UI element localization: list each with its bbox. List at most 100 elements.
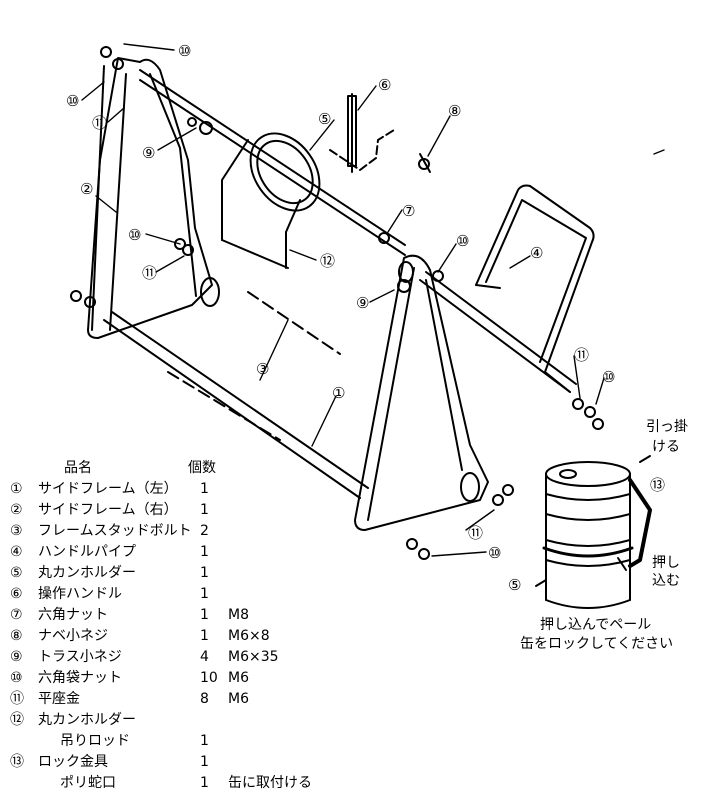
part-qty: 8 bbox=[200, 691, 209, 707]
lock-note-line2: 缶をロックしてください bbox=[520, 636, 674, 652]
parts-row: ⑥ 操作ハンドル 1 bbox=[8, 584, 368, 605]
part-spec: M6 bbox=[228, 670, 249, 686]
part-qty: 10 bbox=[200, 670, 218, 686]
callout-5-pail: ⑤ bbox=[508, 576, 521, 594]
callout-3: ③ bbox=[256, 360, 269, 378]
callout-9-left: ⑨ bbox=[142, 144, 155, 162]
callout-6: ⑥ bbox=[378, 76, 391, 94]
parts-row: ① サイドフレーム（左） 1 bbox=[8, 479, 368, 500]
part-qty: 1 bbox=[200, 754, 209, 770]
callout-11-left: ⑪ bbox=[92, 114, 107, 132]
part-number: ① bbox=[10, 481, 23, 497]
part-name: 平座金 bbox=[38, 691, 80, 707]
parts-row: ⑬ ロック金具 1 bbox=[8, 752, 368, 773]
part-number: ④ bbox=[10, 544, 23, 560]
parts-list-header: 品名 個数 bbox=[8, 458, 368, 479]
part-name: 吊りロッド bbox=[60, 733, 130, 749]
part-name: トラス小ネジ bbox=[38, 649, 122, 665]
callout-10-left: ⑩ bbox=[66, 92, 79, 110]
side-frame-right-part bbox=[87, 57, 220, 339]
part-name: ナベ小ネジ bbox=[38, 628, 108, 644]
pail-can bbox=[535, 455, 652, 609]
part-number: ⑤ bbox=[10, 565, 23, 581]
part-name: 丸カンホルダー bbox=[38, 712, 136, 728]
callout-11-far-right: ⑪ bbox=[574, 346, 589, 364]
parts-list: 品名 個数 ① サイドフレーム（左） 1 ② サイドフレーム（右） 1 ③ フレ… bbox=[8, 458, 368, 794]
parts-row: ⑪ 平座金 8 M6 bbox=[8, 689, 368, 710]
parts-row: ポリ蛇口 1 缶に取付ける bbox=[8, 773, 368, 794]
part-qty: 1 bbox=[200, 586, 209, 602]
push-note-line1: 押し bbox=[652, 555, 680, 571]
part-name: ハンドルパイプ bbox=[38, 544, 136, 560]
parts-row: ⑨ トラス小ネジ 4 M6×35 bbox=[8, 647, 368, 668]
callout-9-right: ⑨ bbox=[356, 294, 369, 312]
part-name: ポリ蛇口 bbox=[60, 775, 116, 791]
part-spec: M6×8 bbox=[228, 628, 270, 644]
part-number: ⑪ bbox=[10, 691, 24, 707]
part-name: 操作ハンドル bbox=[38, 586, 122, 602]
part-number: ⑦ bbox=[10, 607, 23, 623]
part-spec: M8 bbox=[228, 607, 249, 623]
part-name: サイドフレーム（右） bbox=[38, 502, 178, 518]
part-qty: 1 bbox=[200, 502, 209, 518]
parts-row: ⑩ 六角袋ナット 10 M6 bbox=[8, 668, 368, 689]
part-number: ⑥ bbox=[10, 586, 23, 602]
part-number: ⑧ bbox=[10, 628, 23, 644]
callout-11-bottom: ⑪ bbox=[468, 524, 483, 542]
holder-ring-part bbox=[221, 132, 321, 269]
parts-row: ⑫ 丸カンホルダー bbox=[8, 710, 368, 731]
part-number: ② bbox=[10, 502, 23, 518]
part-name: ロック金具 bbox=[38, 754, 108, 770]
hardware-parts bbox=[70, 46, 604, 560]
lock-note-line1: 押し込んでペール bbox=[540, 617, 652, 633]
part-number: ⑫ bbox=[10, 712, 24, 728]
part-qty: 1 bbox=[200, 775, 209, 791]
part-number: ⑨ bbox=[10, 649, 23, 665]
part-name: フレームスタッドボルト bbox=[38, 523, 192, 539]
part-name: サイドフレーム（左） bbox=[38, 481, 178, 497]
callout-5-top: ⑤ bbox=[318, 110, 331, 128]
part-number: ③ bbox=[10, 523, 23, 539]
part-qty: 1 bbox=[200, 733, 209, 749]
parts-row: ③ フレームスタッドボルト 2 bbox=[8, 521, 368, 542]
callout-12: ⑫ bbox=[320, 252, 335, 270]
callout-8: ⑧ bbox=[448, 102, 461, 120]
callout-4: ④ bbox=[530, 244, 543, 262]
header-qty: 個数 bbox=[188, 460, 216, 476]
operating-handle-part bbox=[329, 93, 395, 173]
callout-10-mid: ⑩ bbox=[128, 226, 141, 244]
callout-10-far-right: ⑩ bbox=[602, 368, 615, 386]
part-spec: M6 bbox=[228, 691, 249, 707]
part-qty: 1 bbox=[200, 607, 209, 623]
part-qty: 1 bbox=[200, 565, 209, 581]
parts-row: ② サイドフレーム（右） 1 bbox=[8, 500, 368, 521]
part-spec: M6×35 bbox=[228, 649, 279, 665]
callout-13: ⑬ bbox=[650, 476, 665, 494]
header-name: 品名 bbox=[64, 460, 92, 476]
callout-2: ② bbox=[80, 180, 93, 198]
callout-10-bottom: ⑩ bbox=[488, 544, 501, 562]
part-number: ⑩ bbox=[10, 670, 23, 686]
parts-row: ⑦ 六角ナット 1 M8 bbox=[8, 605, 368, 626]
part-qty: 1 bbox=[200, 544, 209, 560]
hook-note-line1: 引っ掛 bbox=[646, 419, 688, 435]
callout-10-top: ⑩ bbox=[178, 42, 191, 60]
side-frame-left-part bbox=[354, 254, 489, 531]
part-name: 丸カンホルダー bbox=[38, 565, 136, 581]
hook-note-line2: ける bbox=[652, 439, 680, 455]
handle-pipe-part bbox=[475, 184, 595, 393]
parts-row: 吊りロッド 1 bbox=[8, 731, 368, 752]
part-qty: 4 bbox=[200, 649, 209, 665]
push-note-line2: 込む bbox=[652, 573, 680, 589]
leader-lines bbox=[81, 43, 665, 557]
parts-row: ④ ハンドルパイプ 1 bbox=[8, 542, 368, 563]
part-spec: 缶に取付ける bbox=[228, 775, 312, 791]
parts-row: ⑧ ナベ小ネジ 1 M6×8 bbox=[8, 626, 368, 647]
part-number: ⑬ bbox=[10, 754, 24, 770]
callout-7: ⑦ bbox=[402, 202, 415, 220]
part-name: 六角ナット bbox=[38, 607, 108, 623]
callout-11-mid: ⑪ bbox=[142, 264, 157, 282]
callout-10-right: ⑩ bbox=[456, 232, 469, 250]
part-name: 六角袋ナット bbox=[38, 670, 122, 686]
